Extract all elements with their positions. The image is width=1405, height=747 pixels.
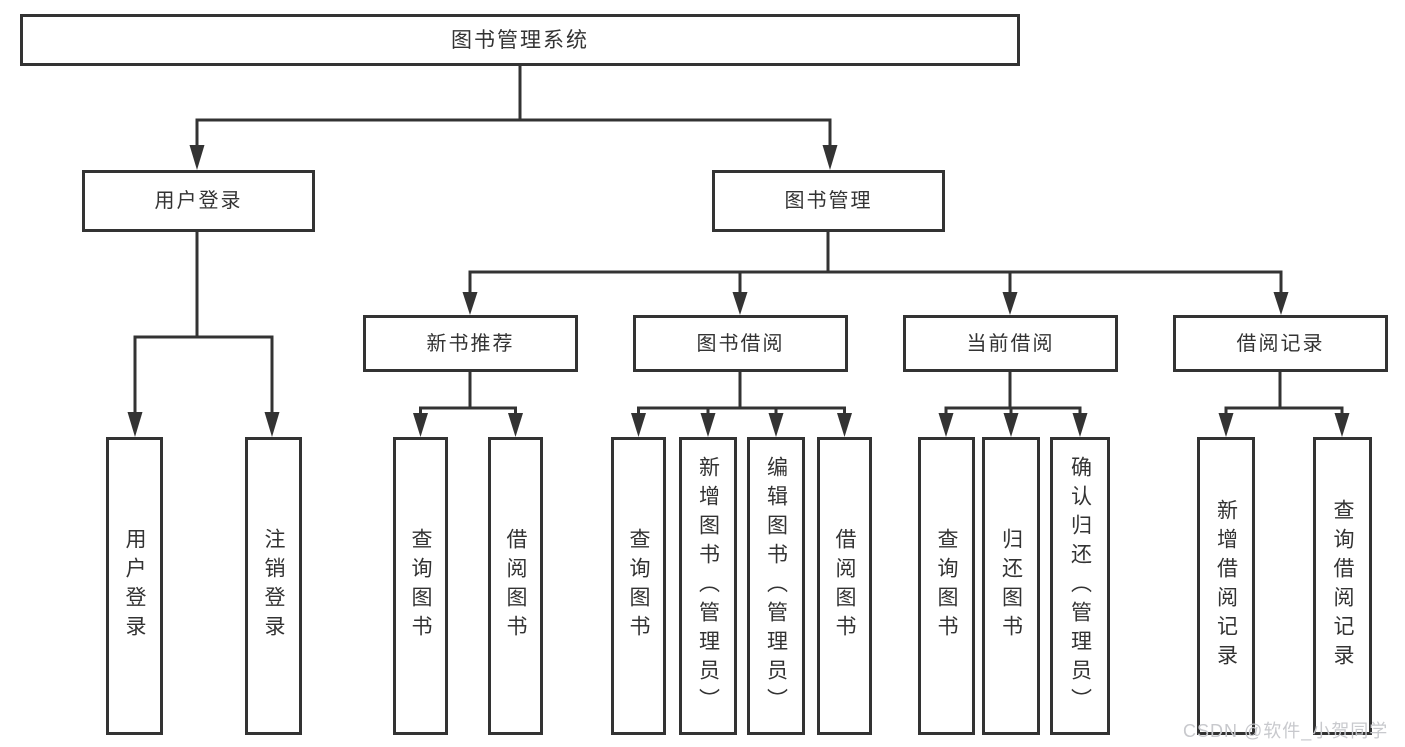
node-user-login-label: 用户登录 xyxy=(154,190,243,212)
leaf-add-books-admin: 新增图书（管理员） xyxy=(679,437,737,735)
node-borrow-records: 借阅记录 xyxy=(1173,315,1388,372)
root-node: 图书管理系统 xyxy=(20,14,1020,66)
leaf-logout: 注销登录 xyxy=(245,437,302,735)
node-current-borrow-label: 当前借阅 xyxy=(966,332,1055,355)
node-new-book-recommend-label: 新书推荐 xyxy=(426,332,515,355)
node-user-login: 用户登录 xyxy=(82,170,315,232)
leaf-borrow-books-recommend-label: 借阅图书 xyxy=(504,528,527,644)
leaf-add-borrow-record: 新增借阅记录 xyxy=(1197,437,1255,735)
leaf-borrow-books: 借阅图书 xyxy=(817,437,872,735)
leaf-query-borrow-record: 查询借阅记录 xyxy=(1313,437,1372,735)
node-book-borrow: 图书借阅 xyxy=(633,315,848,372)
leaf-query-books-borrow: 查询图书 xyxy=(611,437,666,735)
leaf-query-borrow-record-label: 查询借阅记录 xyxy=(1331,499,1354,673)
leaf-query-books-recommend: 查询图书 xyxy=(393,437,448,735)
leaf-query-books-recommend-label: 查询图书 xyxy=(409,528,432,644)
node-current-borrow: 当前借阅 xyxy=(903,315,1118,372)
node-book-management-label: 图书管理 xyxy=(784,190,873,212)
leaf-add-borrow-record-label: 新增借阅记录 xyxy=(1214,499,1238,673)
leaf-confirm-return-admin-label: 确认归还（管理员） xyxy=(1068,455,1092,717)
node-borrow-records-label: 借阅记录 xyxy=(1236,332,1325,355)
leaf-borrow-books-recommend: 借阅图书 xyxy=(488,437,543,735)
node-book-borrow-label: 图书借阅 xyxy=(696,332,785,355)
leaf-edit-books-admin-label: 编辑图书（管理员） xyxy=(764,455,788,717)
leaf-user-login: 用户登录 xyxy=(106,437,163,735)
leaf-query-books-current: 查询图书 xyxy=(918,437,975,735)
leaf-user-login-label: 用户登录 xyxy=(123,528,146,644)
node-new-book-recommend: 新书推荐 xyxy=(363,315,578,372)
leaf-return-books-label: 归还图书 xyxy=(999,528,1023,644)
leaf-return-books: 归还图书 xyxy=(982,437,1040,735)
leaf-logout-label: 注销登录 xyxy=(262,528,285,644)
leaf-edit-books-admin: 编辑图书（管理员） xyxy=(747,437,805,735)
watermark: CSDN @软件_小贺同学 xyxy=(1183,721,1389,741)
node-book-management: 图书管理 xyxy=(712,170,945,232)
root-node-label: 图书管理系统 xyxy=(451,28,589,52)
leaf-borrow-books-label: 借阅图书 xyxy=(833,528,856,644)
leaf-confirm-return-admin: 确认归还（管理员） xyxy=(1050,437,1110,735)
leaf-add-books-admin-label: 新增图书（管理员） xyxy=(696,455,720,717)
leaf-query-books-current-label: 查询图书 xyxy=(935,528,958,644)
leaf-query-books-borrow-label: 查询图书 xyxy=(627,528,650,644)
